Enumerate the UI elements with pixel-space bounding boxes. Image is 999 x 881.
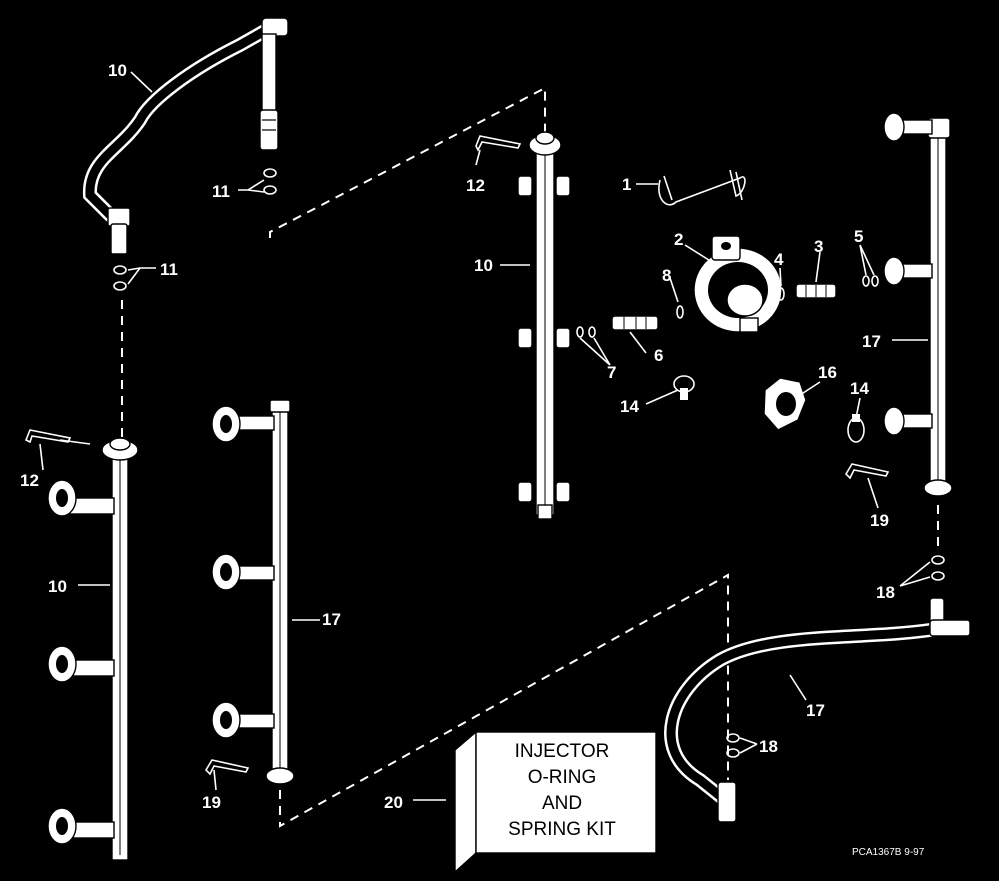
- fitting-6: [611, 315, 659, 331]
- callout-20: 20: [384, 793, 403, 812]
- pressure-regulator-2: [693, 235, 783, 333]
- callout-4: 4: [774, 250, 784, 269]
- callout-17-right: 17: [862, 332, 881, 351]
- fuel-hose-17-bottom: [664, 597, 971, 823]
- leader-lines: [39, 71, 931, 801]
- callout-19-left: 19: [202, 793, 221, 812]
- o-rings-11: [113, 168, 277, 291]
- hose-clamp-14-left: [673, 375, 695, 400]
- injector-kit-box-20: INJECTOR O-RING AND SPRING KIT: [453, 730, 658, 874]
- clip-19-left: [204, 759, 250, 776]
- kit-label-line-2: O-RING: [528, 767, 597, 788]
- clip-19-right: [844, 463, 890, 480]
- callout-18-bottom: 18: [759, 737, 778, 756]
- callout-16: 16: [818, 363, 837, 382]
- o-ring-8: [676, 305, 684, 319]
- o-rings-5: [862, 275, 879, 287]
- callout-12-left: 12: [20, 471, 39, 490]
- callout-14-right: 14: [850, 379, 869, 398]
- callout-17-middle: 17: [322, 610, 341, 629]
- o-ring-4: [777, 287, 785, 301]
- fuel-rail-17-right: [883, 112, 953, 497]
- callout-10-left: 10: [48, 577, 67, 596]
- clip-12-top: [475, 135, 522, 152]
- kit-label-line-3: AND: [542, 793, 582, 814]
- wire-clip-1: [658, 169, 746, 206]
- kit-label-line-4: SPRING KIT: [508, 819, 616, 840]
- assembly-dashed-lines: [121, 86, 939, 828]
- callout-6: 6: [654, 346, 663, 365]
- callout-11-top: 11: [212, 182, 230, 201]
- callout-19-right: 19: [870, 511, 889, 530]
- callout-7: 7: [607, 363, 616, 382]
- o-rings-7: [576, 326, 596, 338]
- fuel-rail-17-middle: [211, 399, 295, 785]
- callout-8: 8: [662, 266, 671, 285]
- fuel-rail-10-left: [47, 437, 139, 861]
- callout-3: 3: [814, 237, 823, 256]
- callout-numbers: 10 11 11 12 12 10 10 17 1 2 8 4 3 5 6 7 …: [20, 61, 895, 812]
- callout-1: 1: [622, 175, 631, 194]
- clip-12-left: [24, 429, 91, 445]
- plug-16: [763, 377, 807, 431]
- kit-label-line-1: INJECTOR: [515, 741, 610, 762]
- callout-18-right: 18: [876, 583, 895, 602]
- callout-12-top: 12: [466, 176, 485, 195]
- callout-17-bottom: 17: [806, 701, 825, 720]
- drawing-code: PCA1367B 9-97: [852, 847, 925, 858]
- fuel-rail-10-center: [517, 131, 571, 520]
- o-rings-18: [726, 555, 945, 758]
- fuel-hose-10-top: [82, 17, 289, 255]
- callout-2: 2: [674, 230, 683, 249]
- fitting-3: [795, 283, 837, 299]
- hose-clamp-14-right: [847, 414, 865, 443]
- callout-5: 5: [854, 227, 863, 246]
- callout-14-left: 14: [620, 397, 639, 416]
- callout-11-left: 11: [160, 260, 178, 279]
- callout-10-center: 10: [474, 256, 493, 275]
- callout-10-top: 10: [108, 61, 127, 80]
